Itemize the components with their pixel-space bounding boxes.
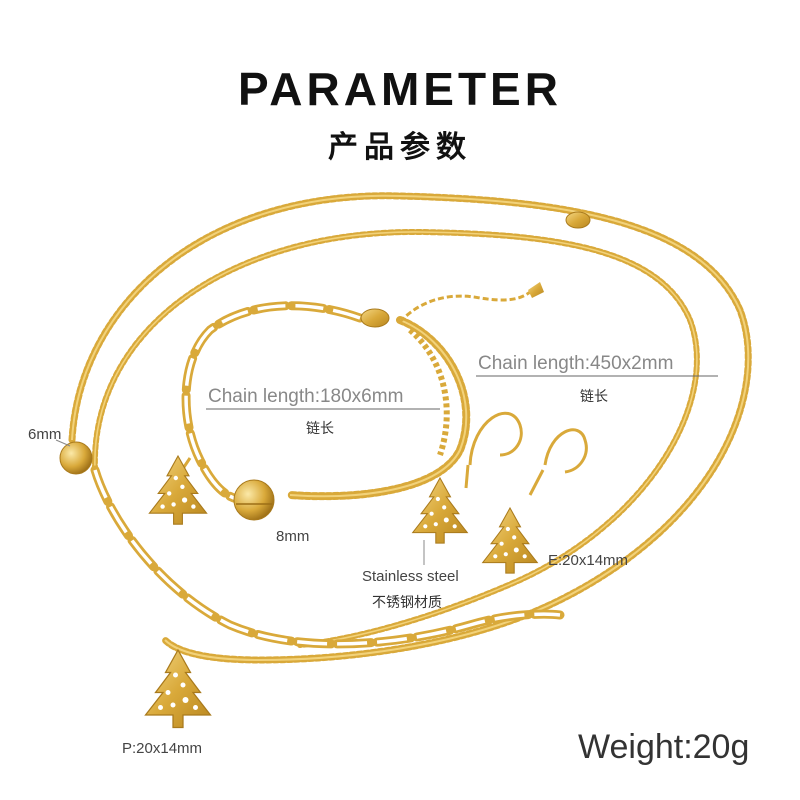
material-cn: 不锈钢材质 [372, 595, 442, 611]
earring-right-tree [482, 507, 538, 574]
bell-size-label: 8mm [276, 528, 310, 545]
material-label: Stainless steel [362, 568, 459, 585]
bracelet-length-value: :180x6mm [314, 386, 404, 407]
page-subtitle: 产品参数 [328, 130, 472, 165]
bracelet-length-cn: 链长 [306, 421, 334, 437]
necklace-bead [59, 441, 93, 475]
necklace-clasp [565, 211, 591, 229]
bracelet-curb-chain-second [408, 327, 450, 456]
bracelet-tree-charm [148, 455, 208, 525]
bracelet-length-label: Chain length:180x6mm [208, 386, 404, 407]
page-title: PARAMETER [238, 63, 562, 115]
necklace-length-value: :450x2mm [584, 353, 674, 374]
bracelet-extension-tag [528, 282, 544, 298]
bead-pointer-line [55, 439, 71, 447]
necklace-outer-chain-inner [71, 194, 750, 662]
bracelet-clasp [360, 308, 390, 328]
weight-label: Weight:20g [578, 728, 750, 766]
earring-left-hook [468, 411, 523, 466]
necklace-paperclip-chain-hollow [93, 469, 561, 646]
earring-left-tree [412, 477, 468, 544]
bead-size-label: 6mm [28, 426, 62, 443]
necklace-length-label: Chain length:450x2mm [478, 353, 674, 374]
earring-size-label: E:20x14mm [548, 552, 629, 569]
bracelet-curb-chain [286, 316, 471, 501]
necklace-tree-pendant [144, 649, 212, 729]
bracelet-paperclip-chain-hollow [184, 304, 361, 502]
earring-right-hook [543, 428, 588, 474]
bracelet-extension-chain [398, 290, 531, 324]
bracelet-curb-chain-inner [289, 319, 468, 498]
necklace-length-cn: 链长 [580, 389, 608, 405]
pendant-size-label: P:20x14mm [122, 740, 203, 757]
necklace-second-chain-inner [94, 231, 698, 646]
bracelet-bell [233, 479, 275, 521]
